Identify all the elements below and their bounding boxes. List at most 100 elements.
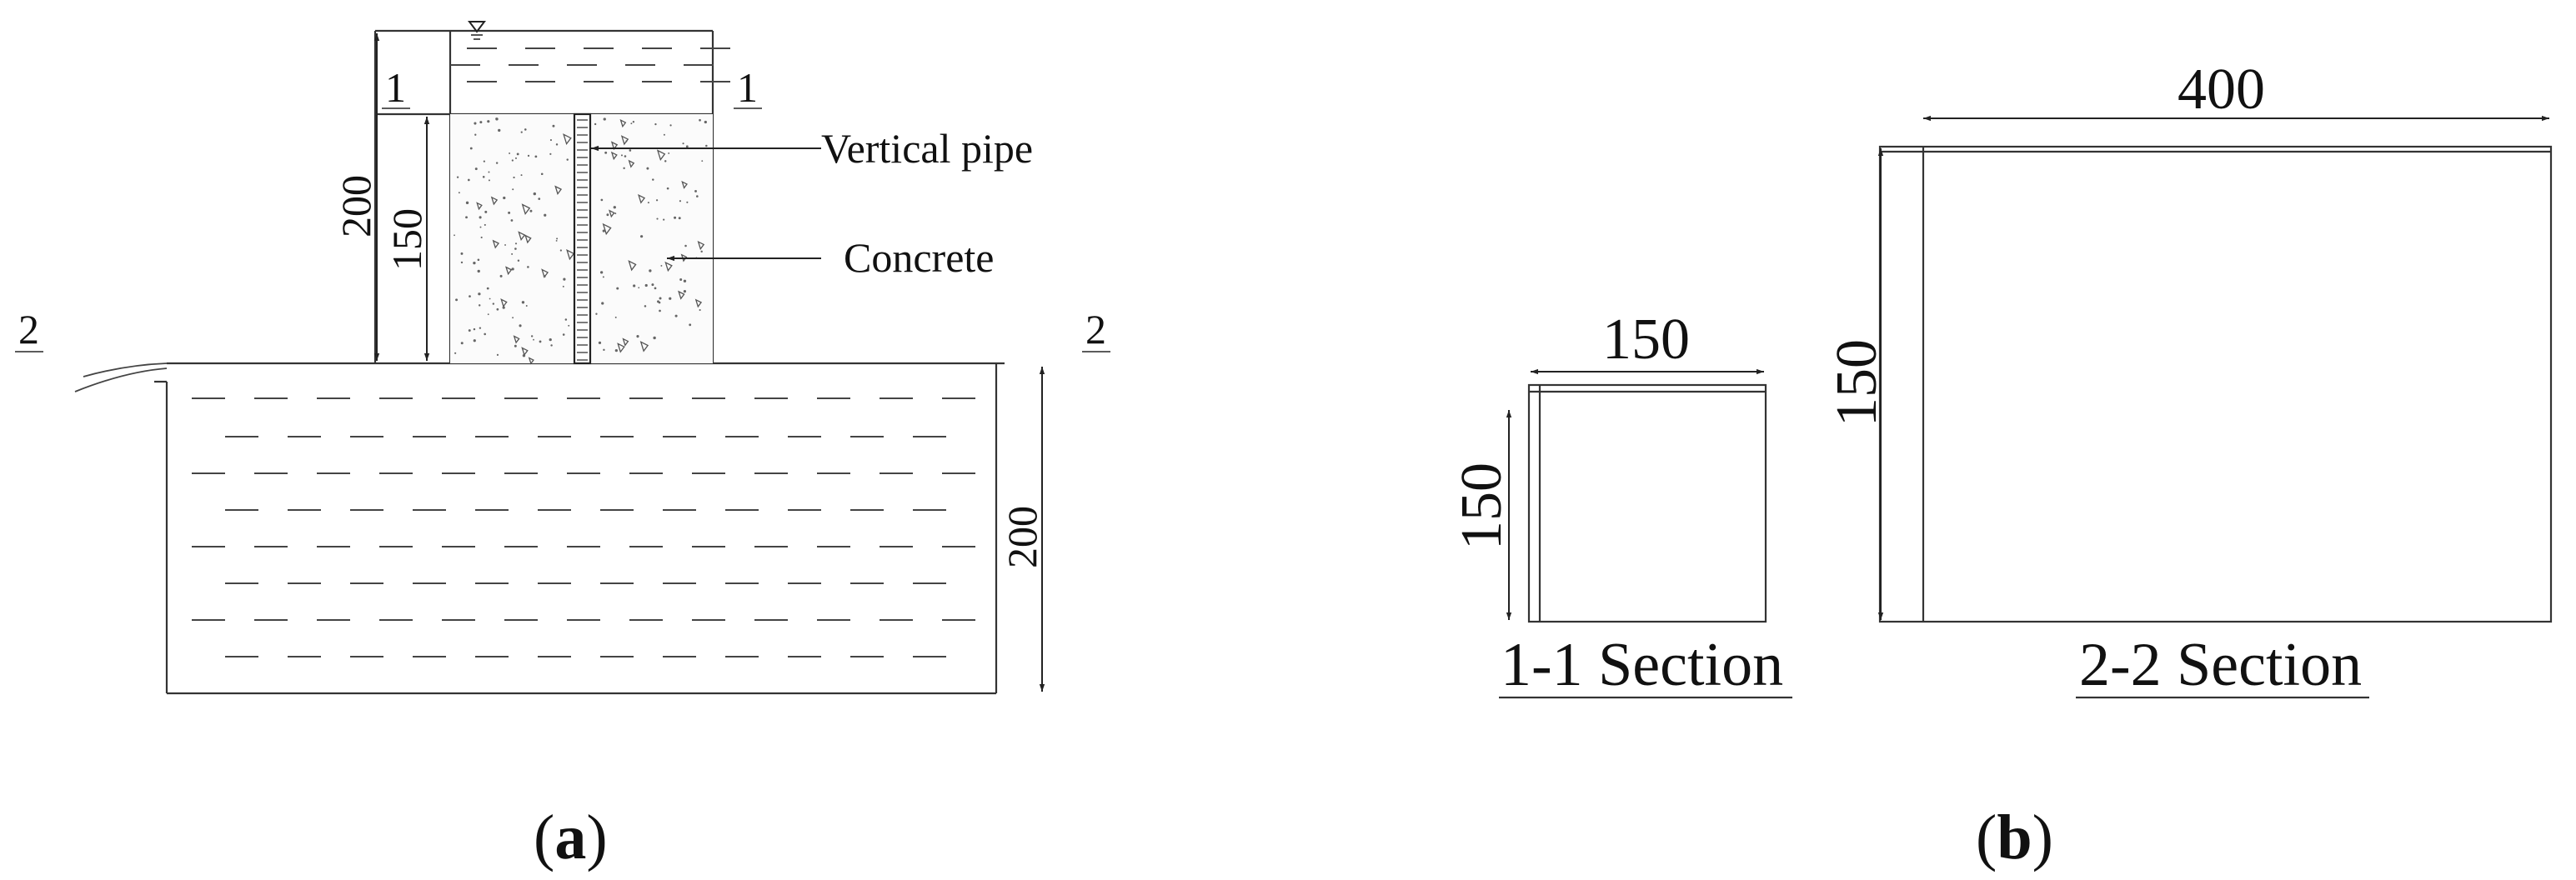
sand-dot [666, 187, 669, 190]
sand-dot [600, 198, 604, 202]
sand-dot [516, 152, 519, 156]
sand-dot [458, 192, 460, 194]
sand-dot [659, 309, 661, 312]
dim-tank-depth: 200 [999, 367, 1045, 692]
sand-dot [659, 297, 662, 300]
sand-dot [520, 174, 523, 177]
sand-dot [630, 122, 633, 125]
sand-dot [555, 143, 559, 146]
dim-concrete-height: 150 [383, 117, 430, 361]
aggregate-mark [521, 347, 529, 357]
sand-dot [685, 145, 689, 148]
sand-dot [699, 308, 701, 312]
aggregate-mark [639, 341, 649, 352]
aggregate-mark [492, 239, 500, 249]
sand-dot [664, 160, 667, 162]
sand-dot [454, 234, 455, 237]
sand-dot [479, 327, 482, 329]
section-2-2: 400 150 2-2 Section [1825, 58, 2553, 699]
sand-dot [479, 216, 482, 219]
aggregate-mark [490, 196, 499, 206]
sand-dot [533, 338, 534, 341]
sand-dot [652, 178, 654, 181]
sand-dot [686, 201, 689, 203]
sand-dot [544, 213, 547, 217]
sand-dot [525, 305, 528, 307]
sand-dot [488, 179, 490, 182]
sand-dot [460, 261, 464, 264]
sand-dot [638, 287, 640, 289]
aggregate-mark [619, 118, 627, 128]
cut-1-right-label: 1 [737, 64, 758, 111]
sand-dot [633, 284, 636, 288]
sand-dot [460, 252, 464, 255]
sand-dot [564, 318, 568, 321]
sand-dot [663, 218, 665, 221]
sand-dot [556, 238, 559, 240]
sand-dot [517, 259, 520, 262]
sand-dot [684, 244, 687, 248]
sand-dot [496, 353, 499, 356]
sand-dot [669, 297, 672, 300]
sand-dot [473, 328, 476, 331]
sand-dot [647, 202, 649, 204]
sand-dot [696, 195, 699, 198]
aggregate-mark [610, 151, 618, 161]
sand-dot [521, 301, 525, 304]
sand-dot [527, 266, 529, 268]
aggregate-mark [610, 141, 619, 151]
concrete-label: Concrete [844, 234, 994, 281]
sand-dot [514, 242, 518, 245]
sand-dot [499, 274, 503, 278]
section-1-1-width-text: 150 [1602, 308, 1690, 372]
sand-dot [599, 271, 604, 274]
concrete-stipple [454, 118, 708, 365]
cut-2-left-label: 2 [18, 306, 39, 352]
sand-dot [496, 308, 499, 311]
sand-dot [552, 124, 555, 128]
sand-dot [550, 344, 553, 347]
aggregate-mark [566, 248, 575, 261]
sand-dot [674, 314, 678, 318]
aggregate-mark [602, 222, 612, 236]
sand-dot [503, 196, 506, 200]
sand-dot [555, 239, 558, 242]
sand-dot [614, 348, 618, 352]
sand-dot [646, 167, 649, 170]
sand-dot [654, 287, 657, 290]
sand-dot [568, 324, 570, 327]
sand-dot [543, 275, 546, 278]
sand-dot [653, 336, 656, 340]
aggregate-mark [524, 234, 532, 244]
vertical-pipe [573, 112, 592, 365]
sand-dot [658, 301, 661, 304]
sand-dot [614, 212, 617, 215]
sand-dot [473, 262, 476, 265]
dim-column-total-text: 200 [333, 175, 379, 238]
sand-dot [511, 159, 514, 162]
aggregate-mark [620, 135, 629, 146]
dim-column-total: 200 [333, 33, 380, 361]
section-1-1-outline [1527, 383, 1767, 623]
aggregate-mark [656, 149, 666, 161]
sand-dot [678, 217, 681, 220]
section-1-1-height-text: 150 [1450, 462, 1514, 550]
sand-dot [549, 338, 552, 342]
sand-dot [539, 340, 542, 343]
aggregate-mark [622, 338, 629, 347]
sand-dot [468, 329, 471, 332]
sand-dot [473, 339, 476, 342]
section-2-2-width-text: 400 [2178, 58, 2265, 122]
sand-dot [484, 210, 488, 213]
sand-dot [603, 118, 606, 121]
sand-dot [477, 258, 480, 262]
sand-dot [504, 244, 506, 246]
sand-dot [663, 133, 665, 136]
sand-dot [705, 144, 708, 148]
dim-concrete-height-text: 150 [383, 208, 430, 271]
water-level-symbol [468, 21, 486, 33]
sand-dot [530, 335, 534, 338]
sand-dot [598, 341, 602, 344]
sand-dot [644, 283, 648, 288]
sand-dot [487, 313, 489, 316]
